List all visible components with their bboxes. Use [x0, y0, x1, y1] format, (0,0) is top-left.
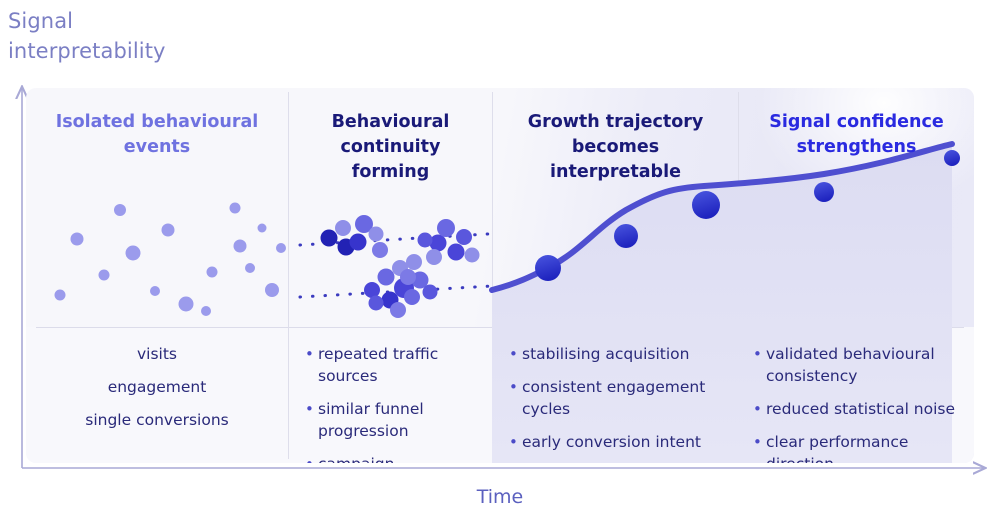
stage-column-3-list: •stabilising acquisition •consistent eng… — [493, 343, 738, 463]
bullet-icon: • — [753, 400, 762, 418]
column-divider-2 — [492, 92, 493, 459]
stage-column-2-title: Behavioural continuity forming — [289, 110, 492, 185]
curve-marker-3 — [692, 191, 720, 219]
stage-column-3-title-line2: becomes interpretable — [550, 137, 681, 182]
list-item: •validated behavioural consistency — [751, 343, 968, 387]
stage-column-2-title-line2: continuity forming — [340, 137, 441, 182]
list-item-label: reduced statistical noise — [766, 400, 956, 418]
list-item-label: repeated traffic sources — [318, 345, 439, 385]
curve-markers — [535, 150, 960, 281]
bullet-icon: • — [509, 345, 518, 363]
curve-marker-5 — [944, 150, 960, 166]
list-item-label: visits — [136, 345, 177, 363]
list-item: •early conversion intent — [507, 431, 724, 453]
stage-column-2-list: •repeated traffic sources •similar funne… — [289, 343, 492, 463]
y-axis-label-line1: Signal — [8, 9, 74, 33]
bullet-icon: • — [305, 345, 314, 363]
cluster-dots-upper — [320, 215, 480, 265]
list-item: •consistent engagement cycles — [507, 376, 724, 420]
curve-marker-1 — [535, 255, 561, 281]
stage-column-2-title-line1: Behavioural — [331, 112, 450, 132]
list-item: •reduced statistical noise — [751, 398, 968, 420]
list-item-label: single conversions — [85, 411, 229, 429]
stage-column-1-list: •visits •engagement •single conversions — [26, 343, 288, 442]
list-item: •repeated traffic sources — [303, 343, 478, 387]
list-item-label: consistent engagement cycles — [522, 378, 706, 418]
stage-column-4-list: •validated behavioural consistency •redu… — [739, 343, 974, 463]
curve-marker-4 — [814, 182, 834, 202]
list-item: •clear performance direction — [751, 431, 968, 463]
column-divider-1 — [288, 92, 289, 459]
list-item-label: clear performance direction — [766, 433, 909, 463]
y-axis-label: Signal interpretability — [8, 6, 228, 66]
stage-column-4-title: Signal confidence strengthens — [739, 110, 974, 160]
y-axis-label-line2: interpretability — [8, 39, 166, 63]
list-item-label: engagement — [107, 378, 207, 396]
list-item: •stabilising acquisition — [507, 343, 724, 365]
bullet-icon: • — [509, 433, 518, 451]
list-item-label: stabilising acquisition — [522, 345, 690, 363]
bullet-icon: • — [305, 400, 314, 418]
stage-column-2: Behavioural continuity forming •repeated… — [289, 88, 492, 463]
curve-marker-2 — [614, 224, 638, 248]
stage-column-3-title-line1: Growth trajectory — [527, 112, 704, 132]
bullet-icon: • — [305, 453, 314, 463]
scatter-dots-stage1 — [54, 202, 286, 316]
stage-column-3: Growth trajectory becomes interpretable … — [493, 88, 738, 463]
stages-panel: Isolated behavioural events •visits •eng… — [26, 88, 974, 463]
bullet-icon: • — [753, 345, 762, 363]
bullet-icon: • — [753, 433, 762, 451]
list-item: •visits — [40, 343, 274, 365]
list-item: •similar funnel progression — [303, 398, 478, 442]
list-item: •engagement — [40, 376, 274, 398]
stage-column-1-title-line1: Isolated behavioural — [55, 112, 259, 132]
stage-column-3-title: Growth trajectory becomes interpretable — [493, 110, 738, 185]
list-item: • campaign interaction clustering — [303, 453, 478, 463]
list-item: •single conversions — [40, 409, 274, 431]
cluster-dots-lower — [364, 254, 438, 318]
stage-column-1-title-line2: events — [123, 137, 191, 157]
stage-column-1: Isolated behavioural events •visits •eng… — [26, 88, 288, 463]
list-item-label: similar funnel progression — [318, 400, 424, 440]
stage-column-4: Signal confidence strengthens •validated… — [739, 88, 974, 463]
stage-column-4-title-line2: strengthens — [796, 137, 917, 157]
stage-plot — [54, 141, 960, 463]
list-item-label: campaign interaction clustering — [318, 455, 402, 463]
stage-column-4-title-line1: Signal confidence — [769, 112, 944, 132]
list-item-label: validated behavioural consistency — [766, 345, 935, 385]
stage-column-1-title: Isolated behavioural events — [26, 110, 288, 160]
bullet-icon: • — [509, 378, 518, 396]
x-axis-label: Time — [476, 486, 524, 508]
list-item-label: early conversion intent — [522, 433, 701, 451]
